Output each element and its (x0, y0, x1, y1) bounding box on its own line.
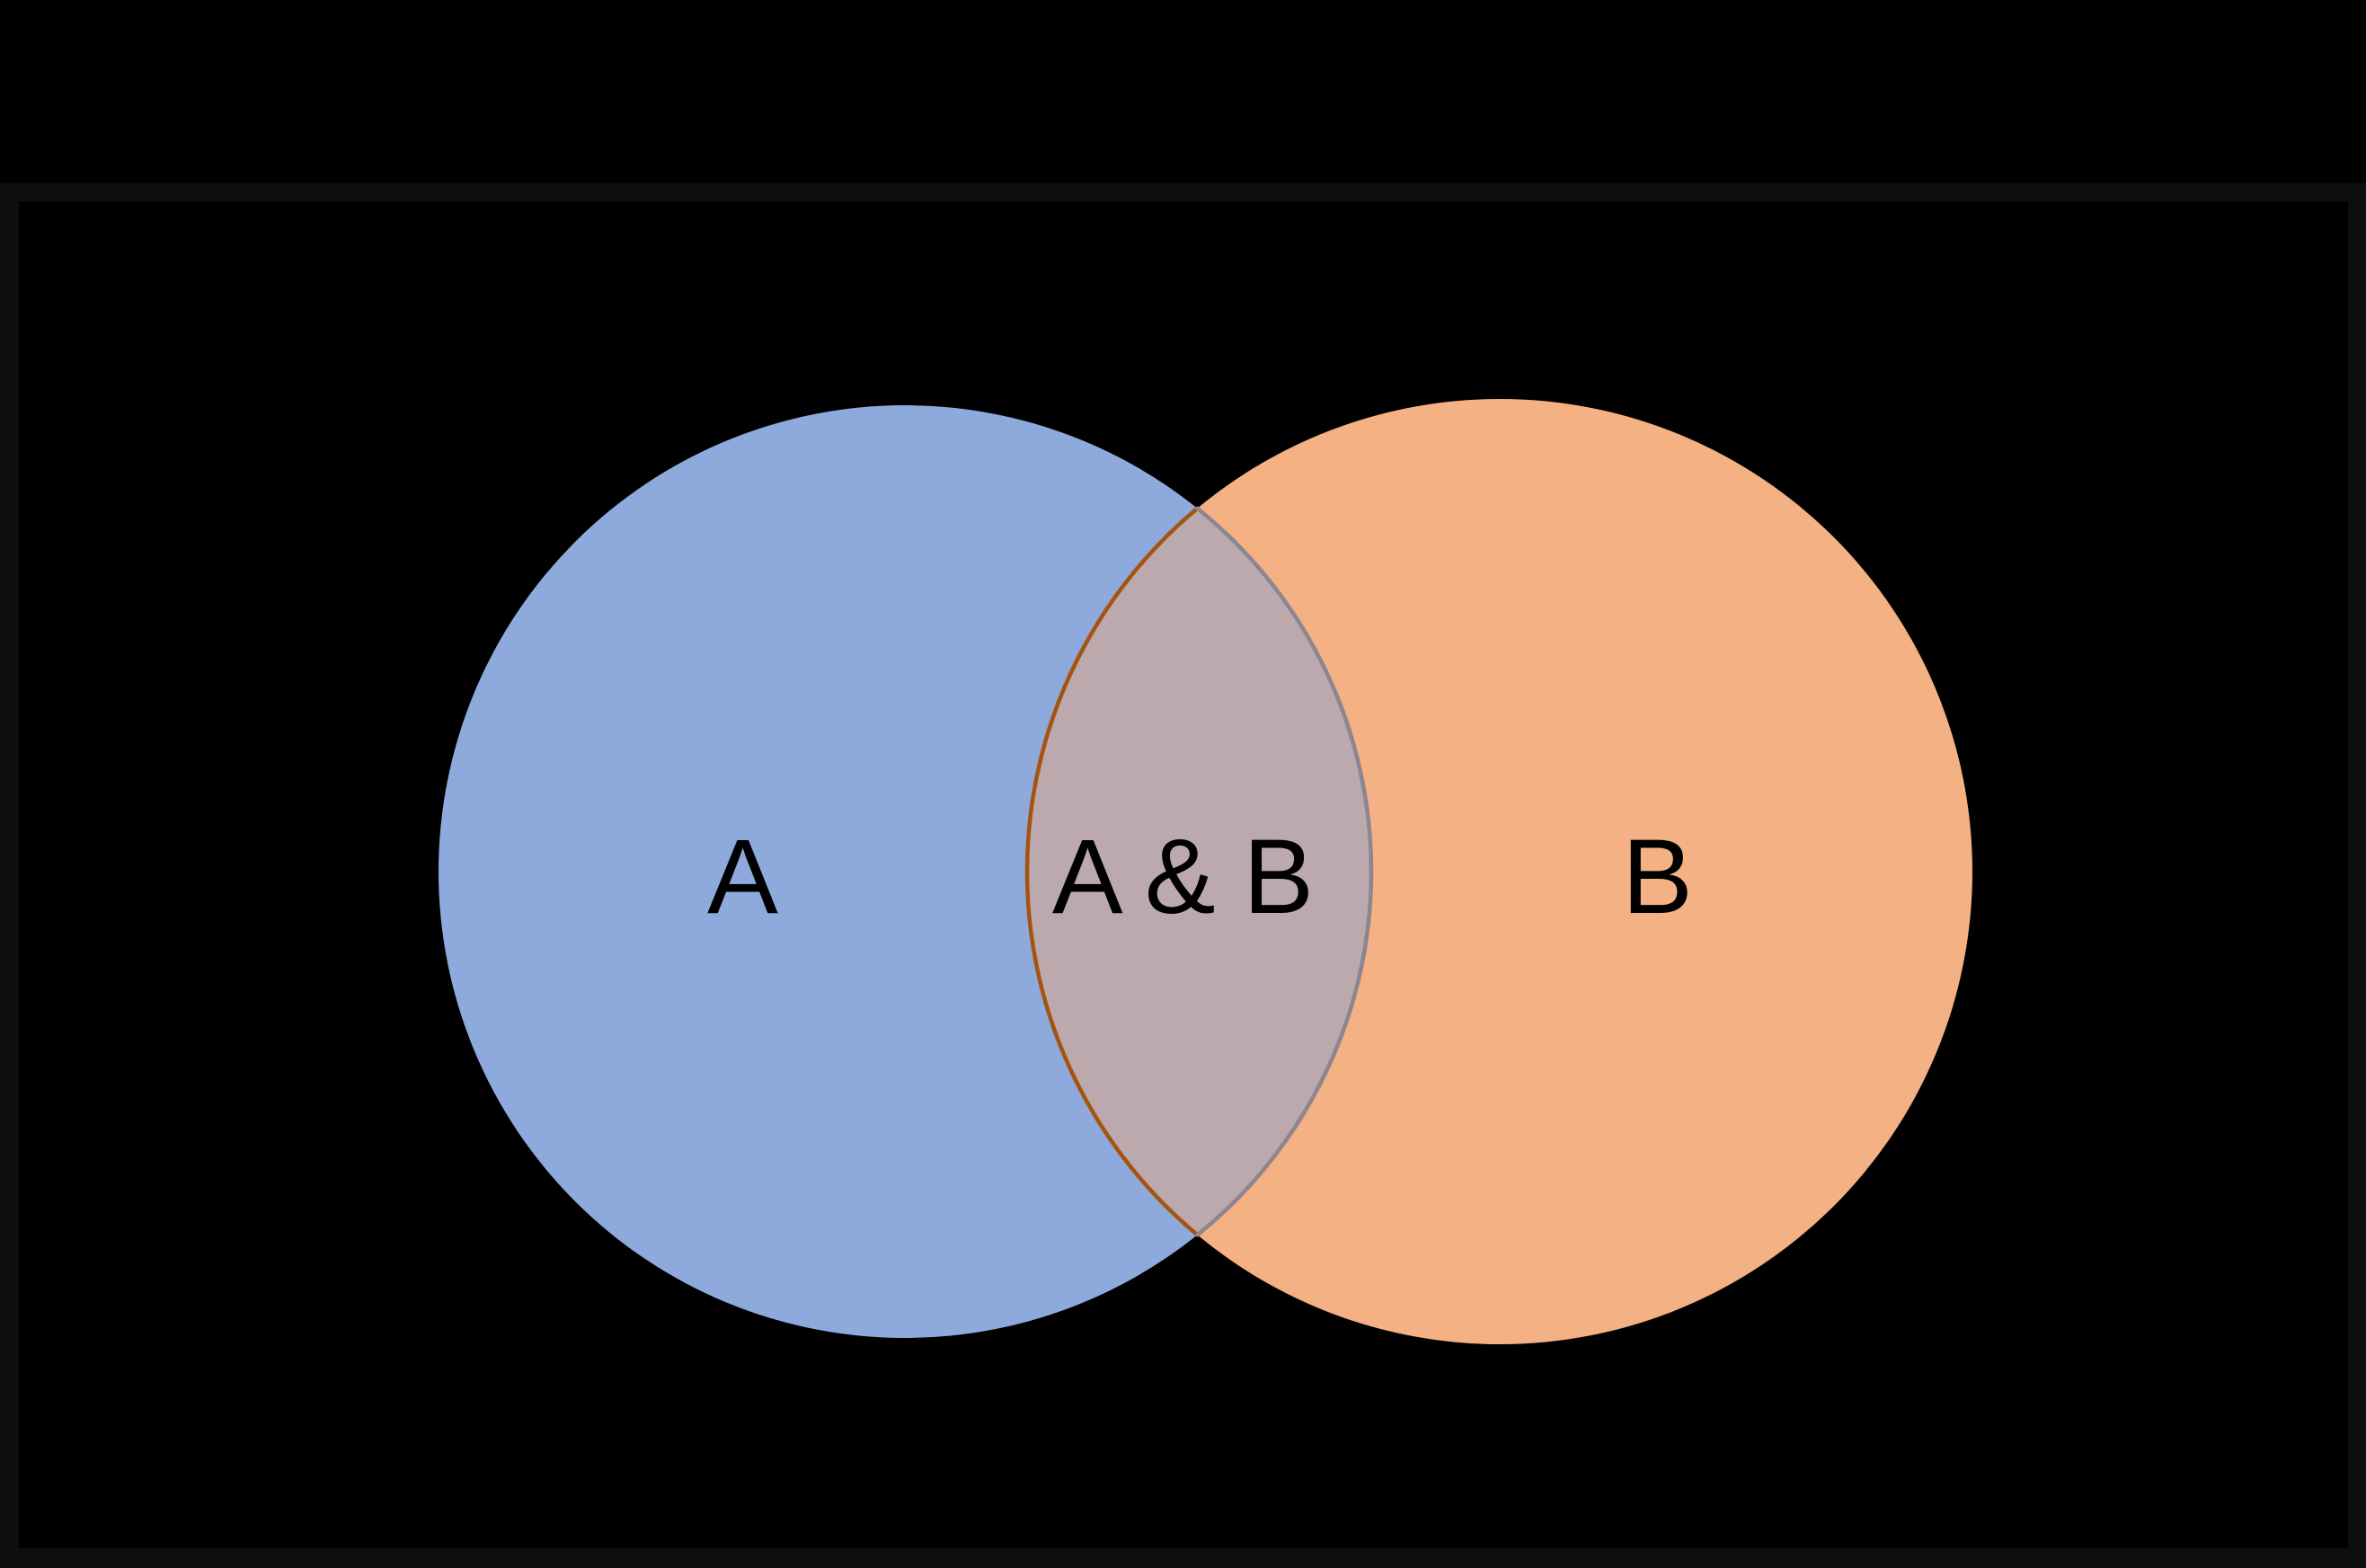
set-b-outline-arc (1024, 506, 1200, 1237)
set-a-label: A (707, 818, 778, 936)
set-b-label: B (1622, 818, 1692, 936)
intersection-region (1027, 508, 1371, 1236)
set-a-outline-arc (1195, 506, 1374, 1237)
intersection-label: A & B (1052, 818, 1313, 936)
